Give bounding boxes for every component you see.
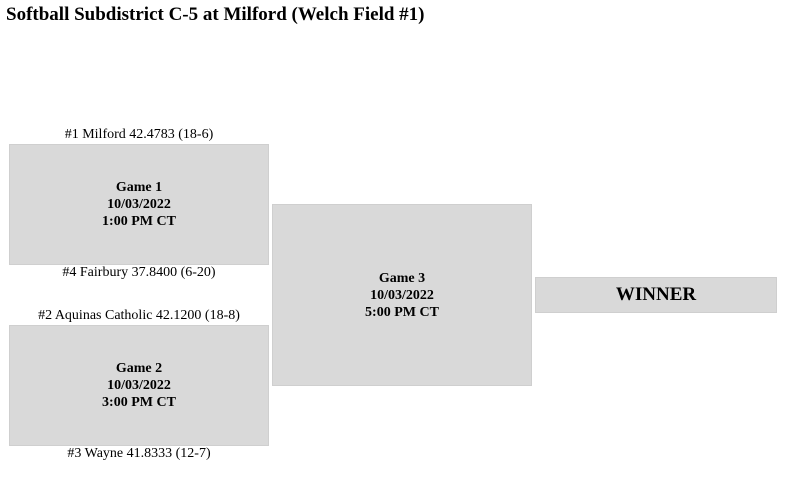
winner-label: WINNER [615,284,697,305]
game2-date: 10/03/2022 [107,378,171,393]
game2-box: Game 2 10/03/2022 3:00 PM CT [9,325,269,446]
game1-top-team: #1 Milford 42.4783 (18-6) [64,127,214,142]
game3-box: Game 3 10/03/2022 5:00 PM CT [272,204,532,386]
game2-bottom-team: #3 Wayne 41.8333 (12-7) [67,446,211,461]
game3-time: 5:00 PM CT [365,304,439,320]
game1-date: 10/03/2022 [107,197,171,212]
game1-name: Game 1 [115,180,163,195]
game3-name: Game 3 [378,270,426,286]
game1-time: 1:00 PM CT [102,214,176,229]
game2-name: Game 2 [115,361,163,376]
page-title: Softball Subdistrict C-5 at Milford (Wel… [6,4,425,25]
game2-time: 3:00 PM CT [102,395,176,410]
game1-box: Game 1 10/03/2022 1:00 PM CT [9,144,269,265]
game3-date: 10/03/2022 [370,287,434,303]
winner-box: WINNER [535,277,777,313]
game2-top-team: #2 Aquinas Catholic 42.1200 (18-8) [38,308,240,323]
game1-bottom-team: #4 Fairbury 37.8400 (6-20) [62,265,216,280]
